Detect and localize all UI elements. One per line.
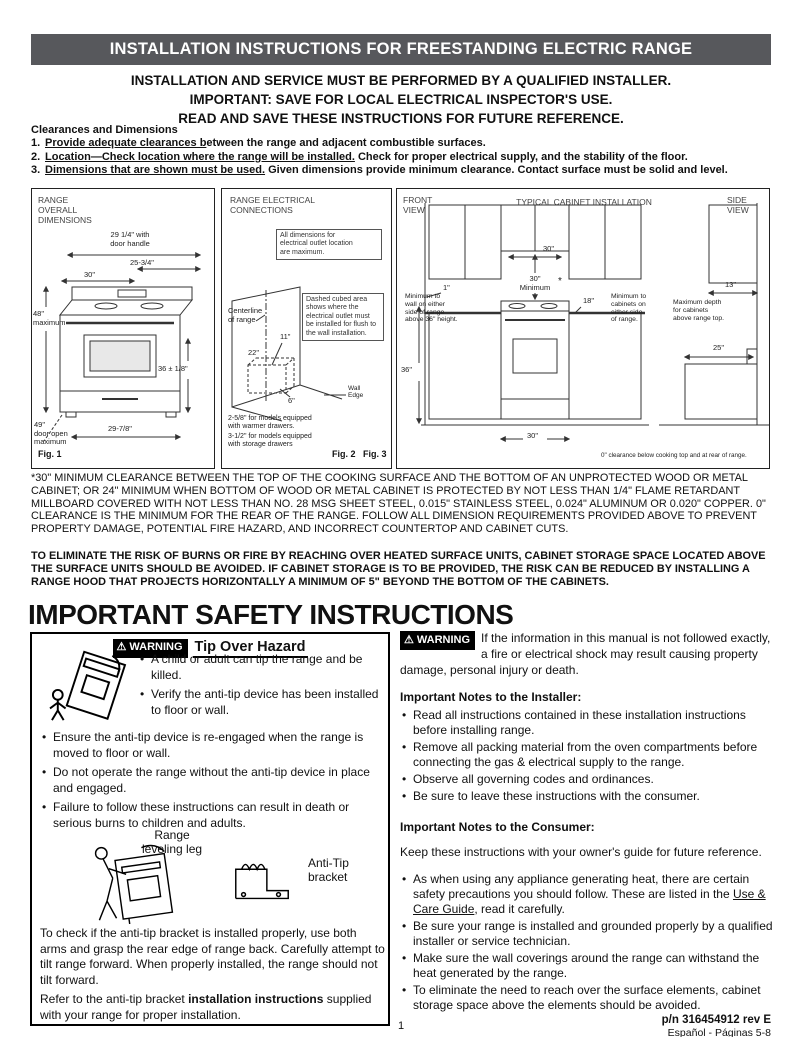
figure-caption: Fig. 1 bbox=[38, 449, 62, 459]
figure-note: 3-1/2" for models equipped with storage … bbox=[228, 433, 312, 449]
burn-warning-paragraph: TO ELIMINATE THE RISK OF BURNS OR FIRE B… bbox=[31, 550, 766, 588]
installer-notes-heading: Important Notes to the Installer: bbox=[400, 690, 582, 704]
icon-bullet-list: A child or adult can tip the range and b… bbox=[138, 652, 380, 722]
figure-note: Minimum to cabinets on either side of ra… bbox=[611, 293, 647, 324]
anti-tip-bracket-label: Anti-Tip bracket bbox=[308, 856, 349, 884]
figure-caption: Fig. 2 bbox=[332, 449, 356, 459]
dimension-label: 30" bbox=[543, 244, 555, 253]
warning-triangle-icon: ⚠ bbox=[116, 641, 127, 654]
safety-heading: IMPORTANT SAFETY INSTRUCTIONS bbox=[28, 599, 514, 630]
electrical-connections-diagram bbox=[231, 286, 346, 422]
dimension-label: 11" bbox=[280, 332, 291, 341]
list-item: 2.Location—Check location where the rang… bbox=[31, 150, 688, 163]
asterisk-mark: * bbox=[558, 276, 562, 287]
list-item: Verify the anti-tip device has been inst… bbox=[138, 687, 380, 718]
list-item: To eliminate the need to reach over the … bbox=[400, 983, 778, 1013]
list-item: Do not operate the range without the ant… bbox=[40, 765, 386, 796]
part-number: p/n 316454912 rev E bbox=[661, 1014, 771, 1026]
figure-2-range-electrical-connections: RANGE ELECTRICAL CONNECTIONS All dimensi… bbox=[221, 188, 392, 469]
dimension-label: 30" Minimum bbox=[519, 274, 551, 292]
list-item: Read all instructions contained in these… bbox=[400, 708, 778, 738]
installer-bullet-list: Read all instructions contained in these… bbox=[400, 708, 778, 804]
figure-note: 2-5/8" for models equipped with warmer d… bbox=[228, 415, 312, 431]
spanish-pages-note: Español - Páginas 5-8 bbox=[667, 1027, 771, 1037]
notice-line: IMPORTANT: SAVE FOR LOCAL ELECTRICAL INS… bbox=[189, 92, 613, 107]
dimension-label: 49" door open maximum bbox=[34, 420, 68, 447]
list-item: Failure to follow these instructions can… bbox=[40, 800, 386, 831]
figure-caption: Fig. 3 bbox=[363, 449, 387, 459]
consumer-intro: Keep these instructions with your owner'… bbox=[400, 845, 762, 859]
hazard-bullet-list: Ensure the anti-tip device is re-engaged… bbox=[40, 730, 386, 835]
dimension-label: 36 ± 1/8" bbox=[158, 364, 188, 373]
warning-label: WARNING bbox=[416, 634, 471, 646]
list-item: 1.Provide adequate clearances between th… bbox=[31, 137, 486, 149]
dimension-label: 48" maximum bbox=[33, 309, 66, 327]
notice-block: INSTALLATION AND SERVICE MUST BE PERFORM… bbox=[0, 71, 802, 128]
clearances-heading: Clearances and Dimensions bbox=[31, 124, 178, 136]
warning-triangle-icon: ⚠ bbox=[404, 633, 414, 646]
range-dimensions-diagram bbox=[43, 252, 202, 442]
list-item: Be sure to leave these instructions with… bbox=[400, 789, 778, 804]
notice-line: READ AND SAVE THESE INSTRUCTIONS FOR FUT… bbox=[178, 111, 624, 126]
figure-3-typical-cabinet-installation: FRONT VIEW TYPICAL CABINET INSTALLATION … bbox=[396, 188, 770, 469]
page-number: 1 bbox=[397, 1020, 405, 1032]
tip-over-hazard-icon bbox=[49, 650, 127, 721]
diagram-label: Wall Edge bbox=[348, 385, 364, 400]
dimension-label: 36" bbox=[401, 365, 413, 374]
diagram-label: Centerline of range bbox=[228, 306, 263, 324]
dimension-label: 22" bbox=[248, 348, 260, 357]
side-view-label: SIDE VIEW bbox=[727, 195, 749, 216]
clearance-note-paragraph: *30" MINIMUM CLEARANCE BETWEEN THE TOP O… bbox=[31, 472, 766, 536]
figure-title: TYPICAL CABINET INSTALLATION bbox=[516, 197, 652, 207]
dimension-label: 13" bbox=[725, 280, 737, 289]
figure-note: Minimum to wall on either side of range … bbox=[405, 293, 458, 324]
warning-text: If the information in this manual is not… bbox=[400, 631, 771, 677]
refer-paragraph: Refer to the anti-tip bracket installati… bbox=[40, 992, 372, 1022]
clearances-list: 1.Provide adequate clearances between th… bbox=[31, 137, 772, 178]
notice-line: INSTALLATION AND SERVICE MUST BE PERFORM… bbox=[130, 73, 672, 88]
dimension-label: 25-3/4" bbox=[130, 258, 154, 267]
dimension-label: 30" bbox=[84, 270, 96, 279]
dimension-label: 29 1/4" with door handle bbox=[110, 230, 150, 248]
list-item: As when using any appliance generating h… bbox=[400, 872, 778, 917]
list-item: Observe all governing codes and ordinanc… bbox=[400, 772, 778, 787]
list-item: A child or adult can tip the range and b… bbox=[138, 652, 380, 683]
dimension-label: 6" bbox=[288, 396, 295, 405]
dimension-label: 18" bbox=[583, 296, 595, 305]
consumer-bullet-list: As when using any appliance generating h… bbox=[400, 872, 778, 1013]
figure-note: Maximum depth for cabinets above range t… bbox=[673, 299, 725, 322]
list-item: 3.Dimensions that are shown must be used… bbox=[31, 164, 728, 176]
figure-title: RANGE OVERALL DIMENSIONS bbox=[38, 195, 92, 226]
figure-note: 0" clearance below cooking top and at re… bbox=[601, 452, 747, 459]
range-tilt-check-illustration bbox=[94, 844, 174, 924]
list-item: Ensure the anti-tip device is re-engaged… bbox=[40, 730, 386, 761]
figure-title: RANGE ELECTRICAL CONNECTIONS bbox=[230, 195, 316, 216]
list-item: Make sure the wall coverings around the … bbox=[400, 951, 778, 981]
figure-1-range-overall-dimensions: RANGE OVERALL DIMENSIONS 29 1/4" with do… bbox=[31, 188, 215, 469]
dimension-label: 29-7/8" bbox=[108, 424, 132, 433]
warning-badge: ⚠WARNING bbox=[400, 631, 476, 650]
dimension-label: 25" bbox=[713, 343, 725, 352]
dimension-label: 30" bbox=[527, 431, 539, 440]
list-item: Be sure your range is installed and grou… bbox=[400, 919, 778, 949]
warning-label: WARNING bbox=[129, 641, 183, 653]
use-care-guide-reference: Use & Care Guide bbox=[413, 887, 766, 916]
front-view-label: FRONT VIEW bbox=[403, 195, 433, 216]
list-item: Remove all packing material from the ove… bbox=[400, 740, 778, 770]
anti-tip-bracket-illustration bbox=[235, 863, 289, 900]
consumer-notes-heading: Important Notes to the Consumer: bbox=[400, 820, 595, 834]
dimension-label: 1" bbox=[443, 283, 450, 292]
figure-note: All dimensions for electrical outlet loc… bbox=[276, 229, 382, 261]
check-bracket-paragraph: To check if the anti-tip bracket is inst… bbox=[40, 926, 385, 987]
cabinet-installation-diagram bbox=[416, 203, 769, 442]
page-title: INSTALLATION INSTRUCTIONS FOR FREESTANDI… bbox=[31, 34, 771, 65]
figure-note: Dashed cubed area shows where the electr… bbox=[302, 293, 384, 341]
